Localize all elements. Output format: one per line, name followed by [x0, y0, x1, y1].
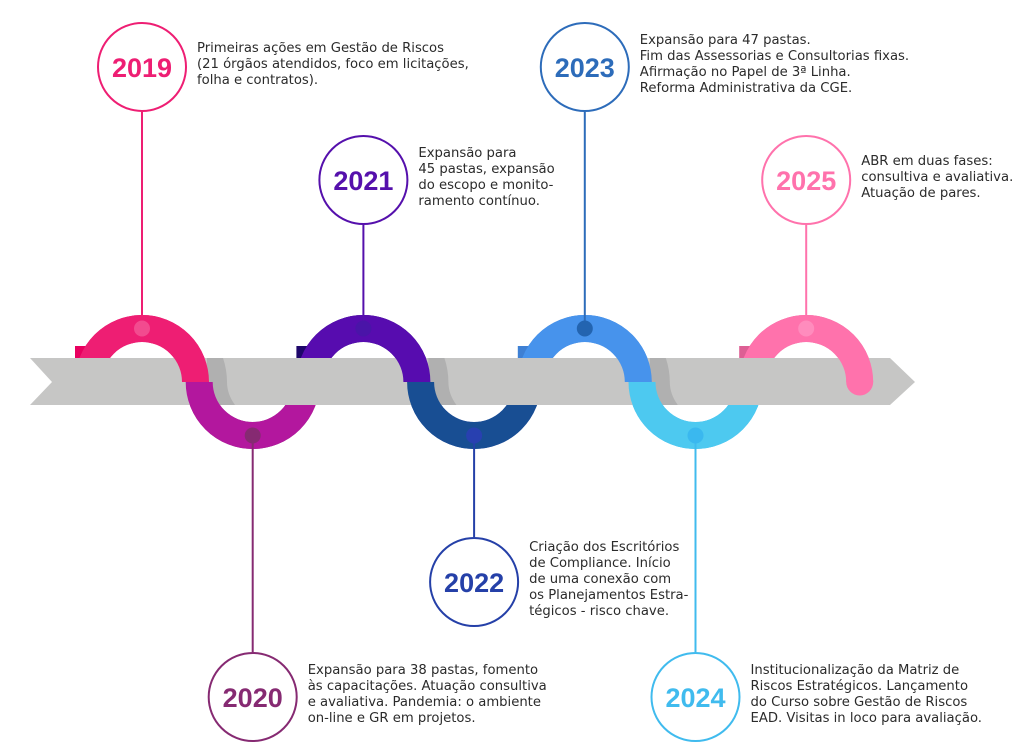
milestone-description-2025: ABR em duas fases:consultiva e avaliativ…: [861, 154, 1013, 202]
description-line: (21 órgãos atendidos, foco em licitações…: [197, 57, 469, 72]
description-line: ABR em duas fases:: [861, 154, 993, 169]
year-circle-2021: [318, 135, 409, 225]
description-line: Institucionalização da Matriz de: [750, 663, 960, 678]
description-line: Reforma Administrativa da CGE.: [639, 81, 853, 96]
description-line: Expansão para 47 pastas.: [639, 33, 811, 48]
description-line: Criação dos Escritórios: [529, 540, 680, 555]
description-line: Riscos Estratégicos. Lançamento: [750, 679, 969, 694]
year-label: 2024: [665, 683, 725, 713]
description-line: de Compliance. Início: [529, 556, 671, 571]
arc-end-cap: [846, 368, 874, 396]
description-line: Atuação de pares.: [861, 186, 981, 201]
description-line: os Planejamentos Estra-: [529, 588, 689, 603]
description-line: Expansão para: [418, 146, 517, 161]
description-line: folha e contratos).: [197, 73, 319, 88]
description-line: 45 pastas, expansão: [418, 162, 555, 177]
connector-dot-2019: [134, 320, 150, 337]
year-label: 2025: [776, 166, 836, 196]
year-label: 2021: [333, 166, 393, 196]
year-circle-2022: [429, 537, 520, 627]
year-label: 2023: [555, 53, 615, 83]
description-line: on-line e GR em projetos.: [307, 711, 476, 726]
marker-layer: 2019 2020 2021 2022 2023 2024 2025: [97, 22, 852, 742]
description-line: Expansão para 38 pastas, fomento: [307, 663, 539, 678]
year-circle-2024: [650, 652, 741, 742]
description-line: de uma conexão com: [529, 572, 672, 587]
description-line: Primeiras ações em Gestão de Riscos: [197, 41, 445, 56]
description-line: Afirmação no Papel de 3ª Linha.: [639, 65, 851, 80]
description-line: Fim das Assessorias e Consultorias fixas…: [639, 49, 910, 64]
description-line: e avaliativa. Pandemia: o ambiente: [307, 695, 541, 710]
connector-dot-2020: [244, 427, 261, 444]
year-label: 2022: [444, 568, 504, 598]
description-line: tégicos - risco chave.: [529, 604, 670, 619]
connector-dot-2024: [687, 427, 704, 444]
description-line: do escopo e monito-: [418, 178, 554, 193]
description-line: às capacitações. Atuação consultiva: [307, 679, 547, 694]
connector-dot-2023: [576, 320, 593, 337]
timeline-banner-arrow: [30, 358, 915, 405]
description-line: do Curso sobre Gestão de Riscos: [750, 695, 968, 710]
description-line: consultiva e avaliativa.: [861, 170, 1014, 185]
connector-dot-2025: [798, 320, 815, 337]
description-line: EAD. Visitas in loco para avaliação.: [750, 711, 982, 726]
connector-dot-2021: [355, 320, 372, 337]
year-circle-2019: [97, 22, 187, 112]
connector-dot-2022: [466, 427, 483, 444]
description-line: ramento contínuo.: [418, 194, 540, 209]
year-label: 2020: [223, 683, 283, 713]
year-circle-2020: [207, 652, 298, 742]
year-label: 2019: [112, 53, 172, 83]
year-circle-2023: [539, 22, 630, 112]
milestone-description-2023: Expansão para 47 pastas.Fim das Assessor…: [640, 33, 909, 97]
milestone-description-2019: Primeiras ações em Gestão de Riscos(21 ó…: [197, 41, 469, 89]
year-circle-2025: [761, 135, 852, 225]
